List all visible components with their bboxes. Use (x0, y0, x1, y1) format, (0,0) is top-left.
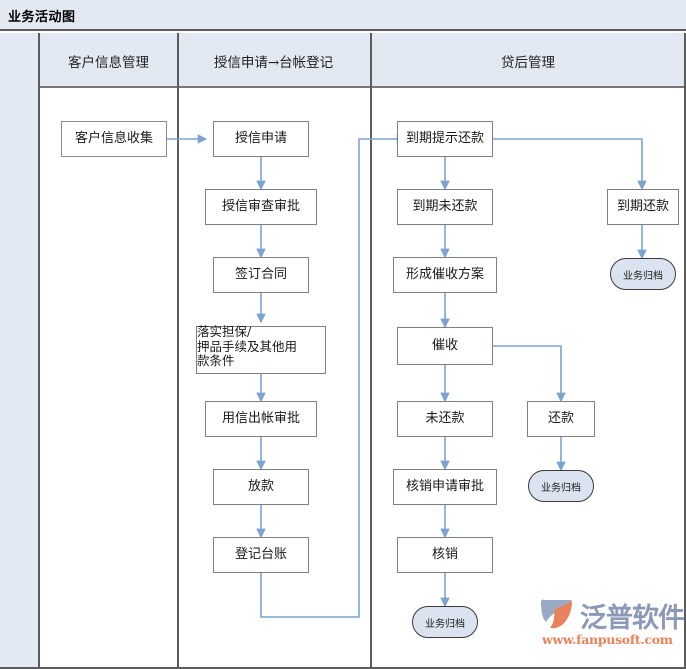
node-due-reminder[interactable]: 到期提示还款 (397, 121, 493, 157)
column-divider-3 (370, 33, 372, 669)
node-repaid[interactable]: 还款 (527, 401, 595, 437)
node-disburse[interactable]: 放款 (213, 469, 309, 505)
node-credit-apply[interactable]: 授信申请 (213, 121, 309, 157)
swimlane-empty-strip (0, 33, 40, 669)
swimlane-header-post-loan: 贷后管理 (501, 54, 555, 71)
watermark-brand: 泛普软件 (580, 603, 685, 634)
title-bar: 业务活动图 (0, 0, 686, 31)
node-writeoff[interactable]: 核销 (397, 537, 493, 573)
watermark-url: www.fanpusoft.com (542, 632, 673, 647)
node-collection[interactable]: 催收 (397, 327, 493, 365)
node-due-unpaid[interactable]: 到期未还款 (397, 189, 493, 225)
node-register-ledger[interactable]: 登记台账 (213, 537, 309, 573)
page-title: 业务活动图 (8, 10, 76, 25)
column-divider-2 (177, 33, 179, 669)
grid-right-border (684, 33, 686, 669)
fanpu-logo-icon (541, 599, 572, 629)
terminal-archive-repaid[interactable]: 业务归档 (528, 470, 594, 502)
node-collection-plan[interactable]: 形成催收方案 (393, 257, 497, 293)
watermark: 泛普软件 www.fanpusoft.com (536, 596, 685, 658)
node-due-repaid[interactable]: 到期还款 (607, 189, 679, 225)
swimlane-header-credit-application: 授信申请→台帐登记 (213, 54, 334, 71)
grid-bottom-border (0, 667, 686, 669)
swimlane-header-customer-info: 客户信息管理 (68, 54, 149, 71)
swimlane-header-band (0, 33, 686, 88)
node-unpaid[interactable]: 未还款 (397, 401, 493, 437)
node-use-credit-approve[interactable]: 用信出帐审批 (205, 401, 317, 437)
node-customer-info-collect[interactable]: 客户信息收集 (61, 121, 167, 157)
node-sign-contract[interactable]: 签订合同 (213, 257, 309, 293)
swimlane-body-area (40, 88, 686, 669)
node-writeoff-apply[interactable]: 核销申请审批 (393, 469, 497, 505)
node-guarantee-conditions[interactable]: 落实担保/ 押品手续及其他用 款条件 (196, 324, 326, 374)
terminal-archive-writeoff[interactable]: 业务归档 (412, 606, 478, 638)
terminal-archive-due-repaid[interactable]: 业务归档 (610, 258, 676, 290)
node-credit-review[interactable]: 授信审查审批 (205, 189, 317, 225)
